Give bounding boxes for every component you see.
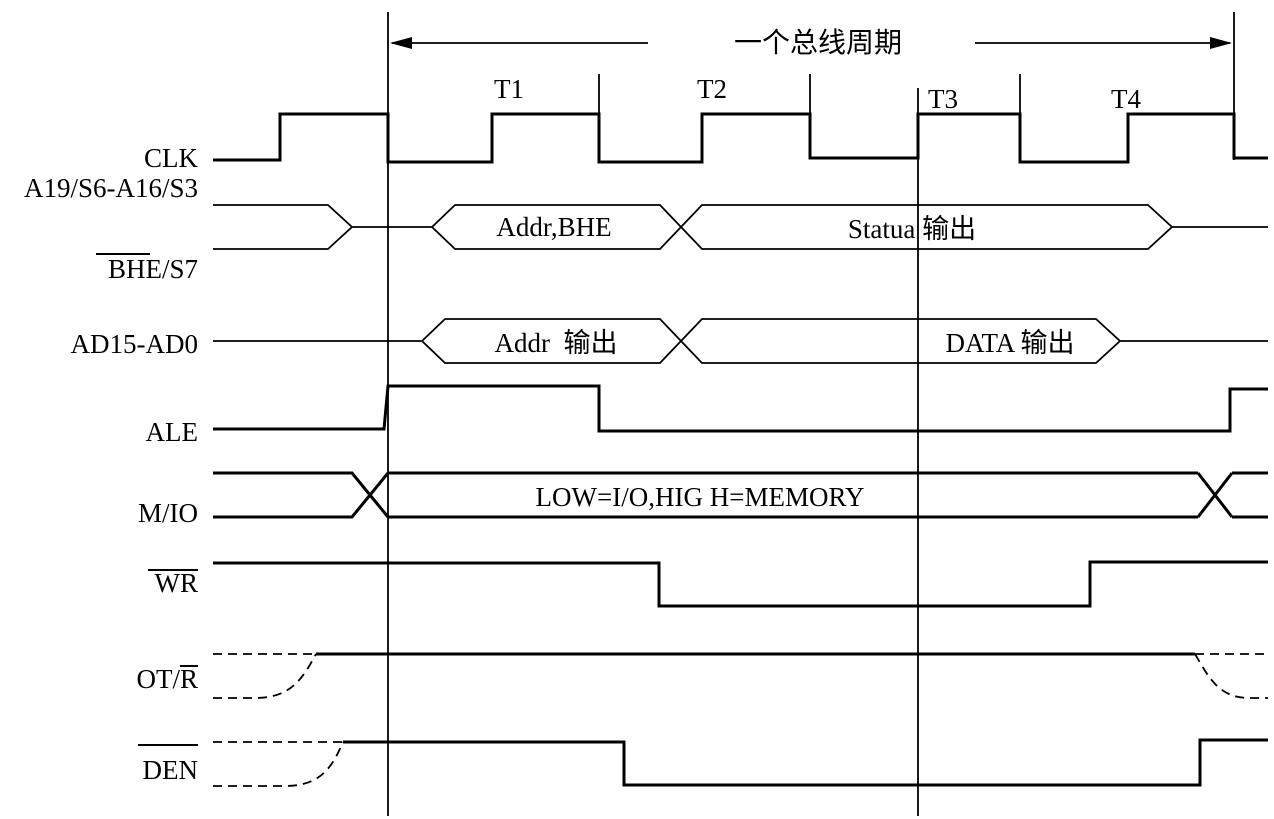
signal-label-bhe: BHE/S7 xyxy=(108,254,198,284)
den-waveform xyxy=(213,738,1268,787)
bus-cycle-arrow xyxy=(390,37,1232,49)
dtr-waveform xyxy=(213,652,1268,699)
signal-label-dtr: OT/R xyxy=(136,664,198,694)
state-label-t2: T2 xyxy=(697,74,727,104)
wr-waveform xyxy=(213,560,1268,608)
state-label-t3: T3 xyxy=(928,84,958,114)
signal-label-ale: ALE xyxy=(146,417,198,447)
bus-label-addr-out: Addr 输出 xyxy=(495,328,618,358)
state-label-t4: T4 xyxy=(1111,84,1141,114)
signal-label-addr-high: A19/S6-A16/S3 xyxy=(24,173,198,203)
ad-bus xyxy=(213,318,1268,364)
addr-status-bus xyxy=(213,204,1268,250)
signal-label-wr: WR xyxy=(155,568,199,598)
mio-bus xyxy=(213,471,1268,519)
signal-label-clk: CLK xyxy=(144,143,199,173)
state-label-t1: T1 xyxy=(494,74,524,104)
ale-waveform xyxy=(213,384,1268,433)
bus-label-addr-bhe: Addr,BHE xyxy=(496,212,611,242)
bus-cycle-title: 一个总线周期 xyxy=(734,27,902,59)
signal-label-ad: AD15-AD0 xyxy=(71,329,199,359)
signal-label-mio: M/IO xyxy=(138,498,198,528)
signal-label-den: DEN xyxy=(143,755,199,785)
mio-note: LOW=I/O,HIG H=MEMORY xyxy=(536,482,865,512)
bus-label-data-out: DATA 输出 xyxy=(945,328,1074,358)
clk-waveform xyxy=(213,112,1268,164)
bus-label-status: Statua 输出 xyxy=(848,214,976,244)
